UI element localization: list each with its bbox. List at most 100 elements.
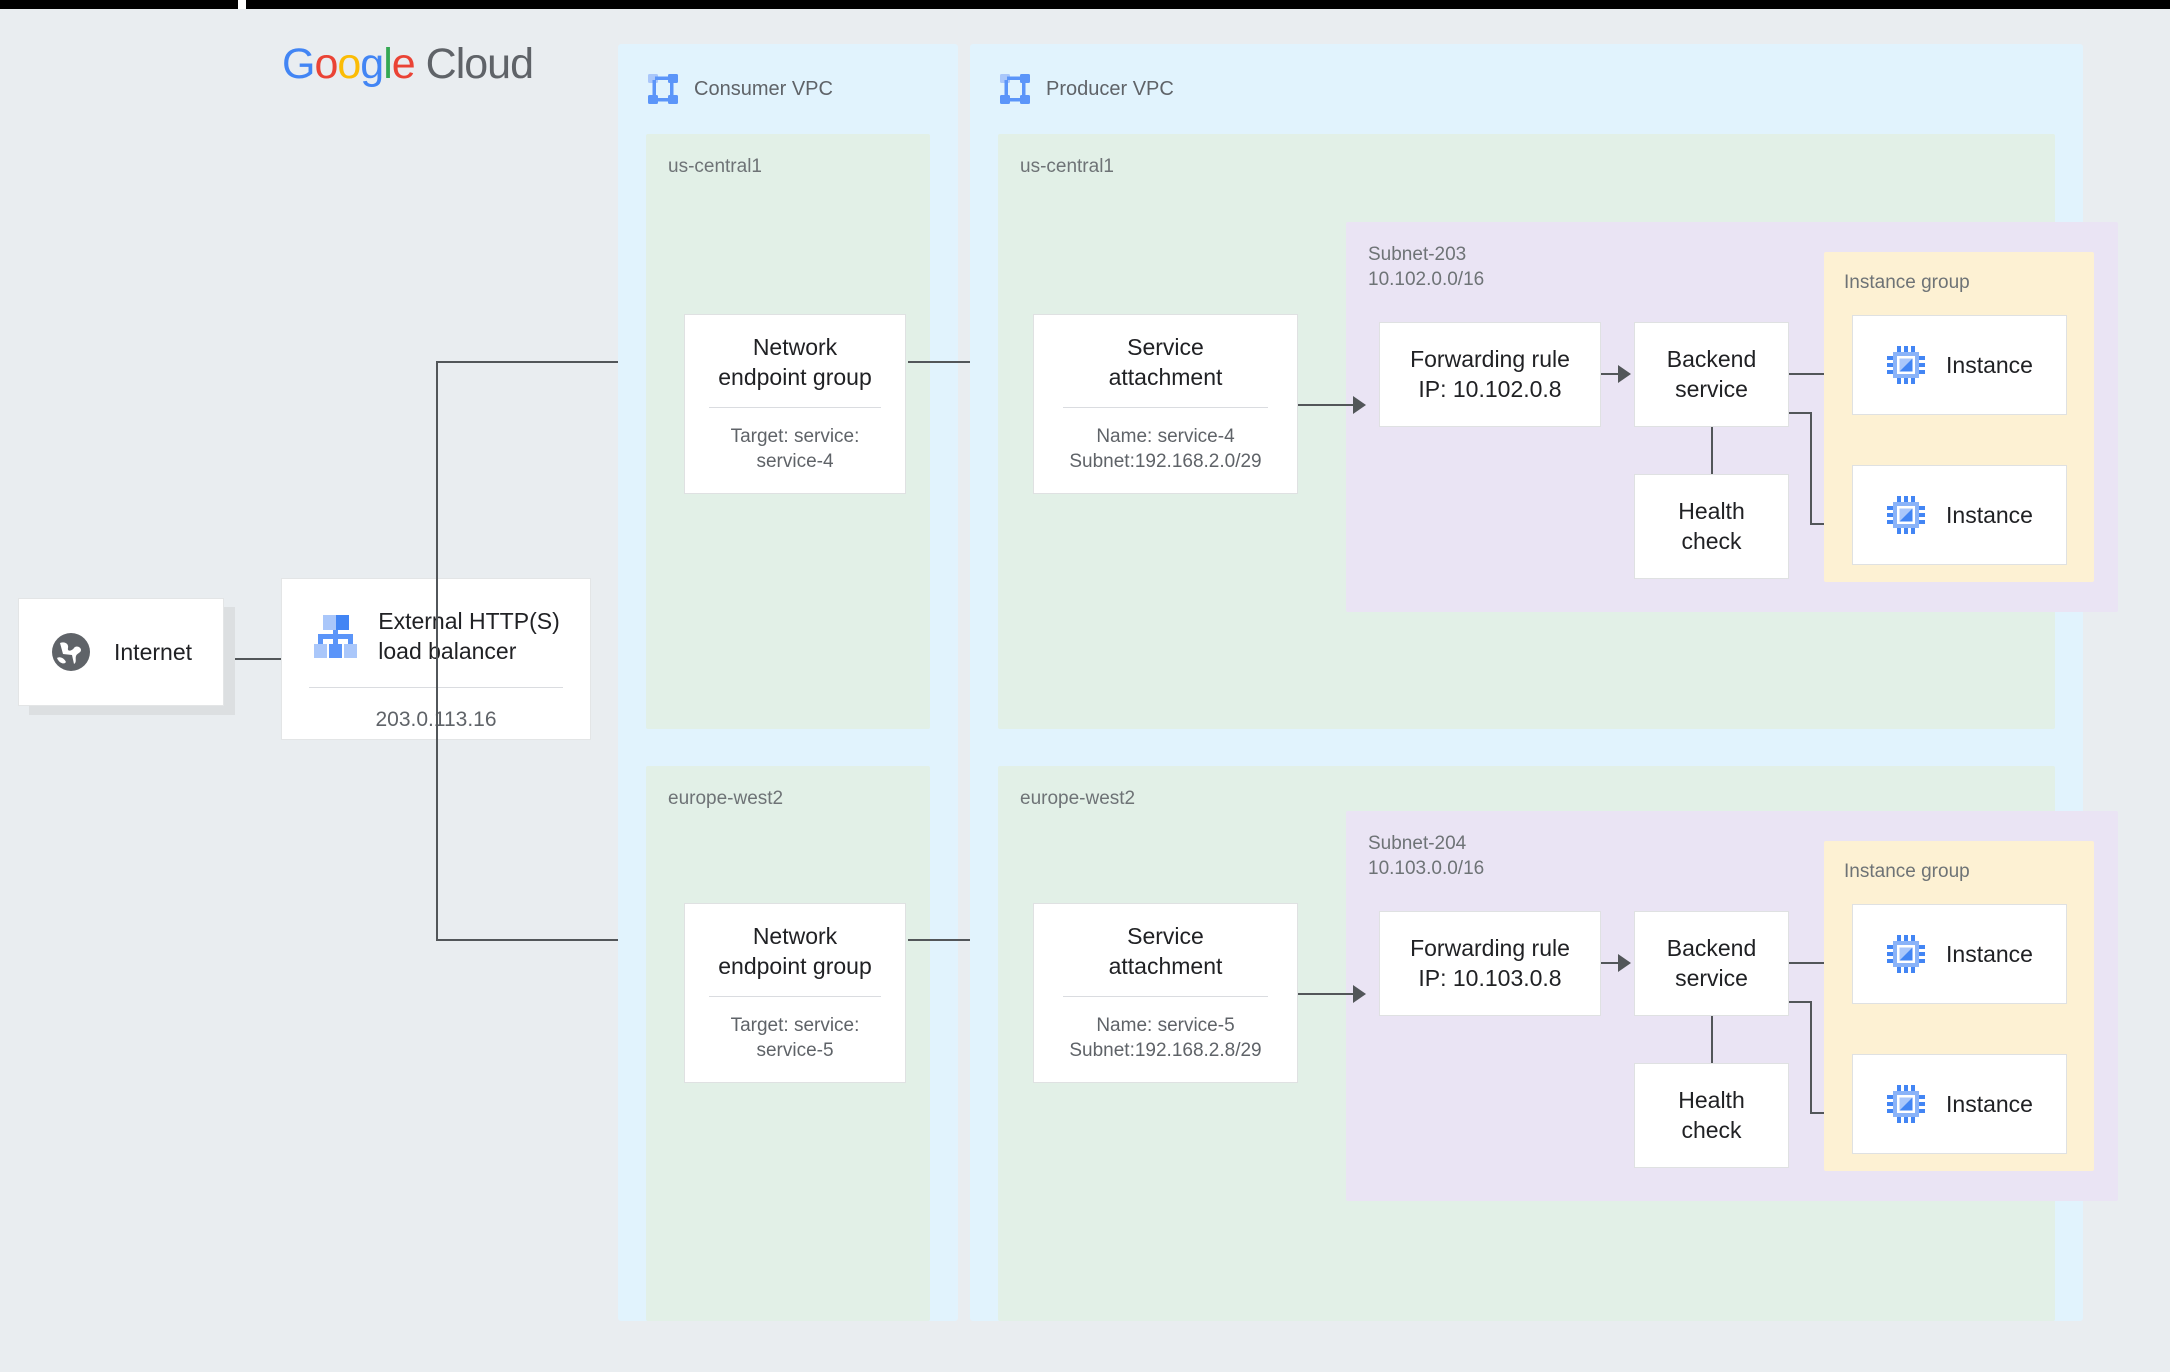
health-check-text-204: Health check — [1678, 1086, 1744, 1145]
connector-lb-vertical — [436, 361, 438, 941]
instance-1-203: Instance — [1852, 315, 2067, 415]
lb-title-line1: External HTTP(S) — [378, 608, 560, 634]
sa-title-europe-west2: Service attachment — [1109, 922, 1223, 981]
instance-1-label-204: Instance — [1946, 940, 2033, 967]
bs-line2-203: service — [1675, 375, 1748, 402]
fr-line1-203: Forwarding rule — [1410, 346, 1570, 373]
cpu-chip-icon — [1886, 345, 1926, 385]
producer-vpc-container: Producer VPC us-central1 Service attachm… — [970, 44, 2118, 1321]
bs-line1-204: Backend — [1666, 935, 1757, 962]
consumer-vpc-container: Consumer VPC us-central1 Network endpoin… — [618, 44, 958, 1321]
health-check-subnet-204: Health check — [1634, 1063, 1789, 1168]
backend-service-subnet-203: Backend service — [1634, 322, 1789, 427]
instance-group-204: Instance group — [1824, 841, 2094, 1171]
load-balancer-icon — [312, 613, 358, 661]
subnet-204-label: Subnet-204 10.103.0.0/16 — [1368, 831, 1484, 881]
neg-divider — [709, 406, 881, 408]
instance-2-label-203: Instance — [1946, 501, 2033, 528]
producer-region-europe-west2: europe-west2 Service attachment Name: se… — [998, 766, 2118, 1321]
producer-vpc-title: Producer VPC — [1046, 77, 1174, 100]
logo-letter-e: e — [391, 40, 416, 88]
connector-fr-to-bs-203 — [1601, 373, 1621, 375]
sa-sub-line1: Name: service-4 — [1096, 425, 1235, 447]
cpu-chip-icon — [1886, 495, 1926, 535]
producer-vpc-header: Producer VPC — [970, 44, 1174, 106]
connector-bs-to-instance1-203 — [1789, 373, 1844, 375]
cpu-chip-icon — [1886, 934, 1926, 974]
logo-letter-g2: g — [360, 40, 384, 88]
arrowhead-sa-to-fr-203 — [1353, 396, 1366, 414]
sa-title-line2: attachment — [1108, 363, 1223, 390]
neg-sub-line2: service-4 — [756, 451, 834, 473]
producer-region-label-us-central1: us-central1 — [1020, 156, 1114, 177]
connector-fr-to-bs-204 — [1601, 962, 1621, 964]
sa-sub-line1-b: Name: service-5 — [1096, 1014, 1235, 1036]
connector-sa-to-fr-203 — [1298, 404, 1360, 406]
connector-bs-branch-v-203 — [1810, 412, 1812, 525]
logo-letter-o1: o — [314, 40, 338, 88]
neg-sub-line1-b: Target: service: — [730, 1014, 860, 1036]
instance-group-label-203: Instance group — [1844, 272, 1970, 293]
producer-region-us-central1: us-central1 Service attachment Name: ser… — [998, 134, 2118, 729]
subnet-203-container: Subnet-203 10.102.0.0/16 Forwarding rule… — [1346, 222, 2118, 612]
forwarding-rule-text-203: Forwarding rule IP: 10.102.0.8 — [1410, 345, 1570, 404]
consumer-region-label-europe-west2: europe-west2 — [668, 788, 784, 809]
instance-2-203: Instance — [1852, 465, 2067, 565]
logo-letter-g1: G — [282, 40, 315, 88]
instance-1-label-203: Instance — [1946, 351, 2033, 378]
forwarding-rule-subnet-204: Forwarding rule IP: 10.103.0.8 — [1379, 911, 1601, 1016]
neg-title-line1: Network — [752, 334, 838, 361]
sa-title-line2-b: attachment — [1108, 952, 1223, 979]
top-black-bar — [0, 0, 2170, 9]
sa-subtext-europe-west2: Name: service-5 Subnet:192.168.2.8/29 — [1069, 1013, 1261, 1064]
neg-title-line2: endpoint group — [718, 363, 872, 390]
consumer-region-europe-west2: europe-west2 Network endpoint group Targ… — [646, 766, 930, 1321]
globe-icon — [50, 631, 92, 673]
neg-title-europe-west2: Network endpoint group — [718, 922, 871, 981]
network-endpoint-group-europe-west2: Network endpoint group Target: service: … — [684, 903, 906, 1083]
arrowhead-sa-to-fr-204 — [1353, 985, 1366, 1003]
fr-line2-204: IP: 10.103.0.8 — [1418, 964, 1562, 991]
hc-line2-203: check — [1681, 527, 1742, 554]
instance-group-203: Instance group — [1824, 252, 2094, 582]
neg-title-line2-b: endpoint group — [718, 952, 872, 979]
top-bar-notch — [238, 0, 246, 9]
health-check-text-203: Health check — [1678, 497, 1744, 556]
hc-line1-203: Health — [1678, 498, 1745, 525]
arrowhead-fr-to-bs-204 — [1618, 954, 1631, 972]
connector-bs-branch-v-204 — [1810, 1001, 1812, 1114]
subnet-204-container: Subnet-204 10.103.0.0/16 Forwarding rule… — [1346, 811, 2118, 1201]
hc-line1-204: Health — [1678, 1087, 1745, 1114]
sa-divider-b — [1062, 995, 1269, 997]
google-cloud-logo: Google Cloud — [282, 40, 534, 89]
logo-letter-l: l — [383, 40, 393, 88]
subnet-203-label: Subnet-203 10.102.0.0/16 — [1368, 242, 1484, 292]
sa-divider — [1062, 406, 1269, 408]
neg-title-line1-b: Network — [752, 923, 838, 950]
lb-title-line2: load balancer — [378, 637, 517, 664]
neg-subtext-us-central1: Target: service: service-4 — [731, 424, 860, 475]
sa-title-line1-b: Service — [1127, 923, 1204, 950]
network-endpoint-group-us-central1: Network endpoint group Target: service: … — [684, 314, 906, 494]
subnet-203-name: Subnet-203 — [1368, 244, 1467, 265]
backend-service-subnet-204: Backend service — [1634, 911, 1789, 1016]
internet-node: Internet — [18, 598, 224, 706]
subnet-204-name: Subnet-204 — [1368, 833, 1467, 854]
forwarding-rule-text-204: Forwarding rule IP: 10.103.0.8 — [1410, 934, 1570, 993]
bs-line1-203: Backend — [1666, 346, 1757, 373]
connector-internet-to-lb — [235, 658, 287, 660]
connector-bs-branch-h-203 — [1789, 412, 1812, 414]
sa-sub-line2: Subnet:192.168.2.0/29 — [1069, 451, 1262, 473]
bs-line2-204: service — [1675, 964, 1748, 991]
producer-region-label-europe-west2: europe-west2 — [1020, 788, 1136, 809]
neg-title-us-central1: Network endpoint group — [718, 333, 871, 392]
health-check-subnet-203: Health check — [1634, 474, 1789, 579]
lb-title: External HTTP(S) load balancer — [378, 607, 559, 667]
connector-lb-to-neg-top — [436, 361, 666, 363]
hc-line2-204: check — [1681, 1116, 1742, 1143]
connector-sa-to-fr-204 — [1298, 993, 1360, 995]
connector-bs-to-hc-204 — [1711, 1016, 1713, 1063]
subnet-204-cidr: 10.103.0.0/16 — [1368, 858, 1485, 880]
consumer-region-label-us-central1: us-central1 — [668, 156, 762, 177]
